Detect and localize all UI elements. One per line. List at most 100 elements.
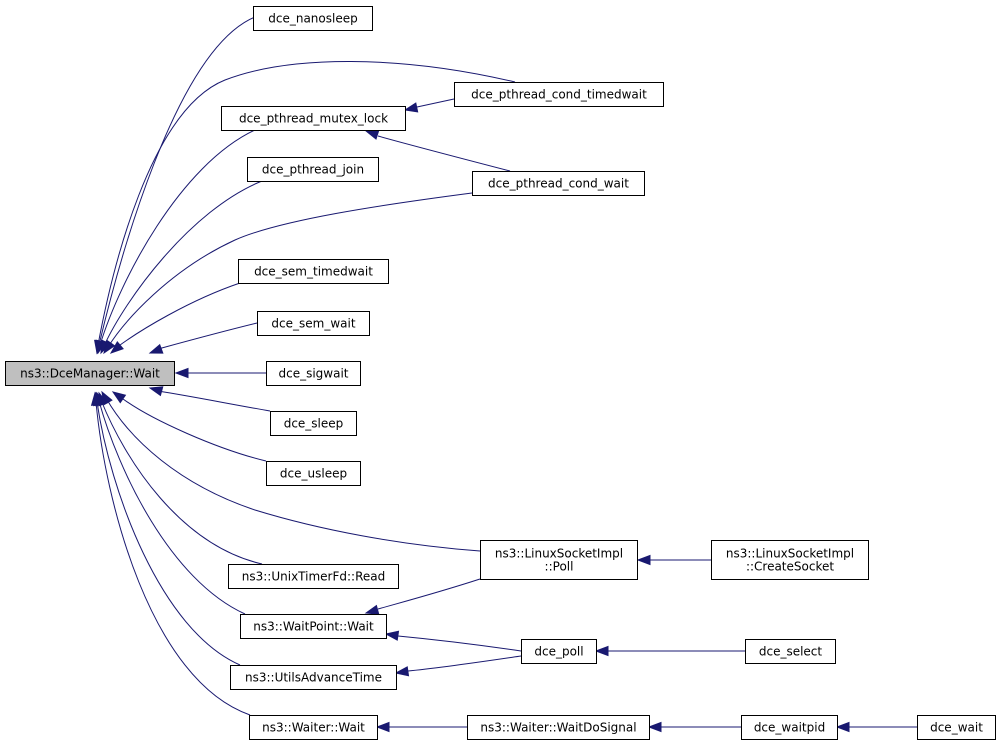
node-label: dce_nanosleep [268,12,357,26]
node-label: dce_wait [930,721,983,735]
node-label: dce_sleep [284,417,344,431]
node-label: ns3::Waiter::WaitDoSignal [480,721,636,735]
node-ns3-waitpoint-wait[interactable]: ns3::WaitPoint::Wait [240,614,387,639]
node-ns3-linuxsocketimpl-createsocket[interactable]: ns3::LinuxSocketImpl::CreateSocket [711,540,869,580]
node-box[interactable] [467,715,650,740]
node-label: ns3::UnixTimerFd::Read [242,570,385,584]
edge-n1-to-n0 [95,16,256,355]
node-label: dce_pthread_join [262,163,364,177]
node-label: dce_sigwait [278,367,348,381]
node-box[interactable] [266,461,361,486]
node-ns3-dcemanager-wait[interactable]: ns3::DceManager::Wait [5,361,175,386]
node-dce-sleep[interactable]: dce_sleep [270,411,357,436]
edge-n5-to-n2 [364,129,511,172]
edge-arrowhead [103,339,116,355]
node-label: dce_pthread_cond_wait [488,177,629,191]
node-box[interactable] [480,540,638,580]
edge-n12-to-n11 [636,554,711,566]
edge-n15-to-n14 [384,630,522,652]
node-label: ns3::WaitPoint::Wait [253,620,374,634]
node-box[interactable] [228,564,399,589]
edge-n10-to-n0 [111,391,267,462]
edge-n3-to-n2 [403,98,455,113]
edge-n9-to-n0 [148,386,271,412]
edge-arrowhead [375,721,390,733]
edge-n20-to-n19 [647,721,741,733]
node-dce-nanosleep[interactable]: dce_nanosleep [253,6,373,31]
node-label: ns3::DceManager::Wait [20,367,160,381]
node-dce-usleep[interactable]: dce_usleep [266,461,361,486]
node-label: dce_select [759,645,823,659]
node-box[interactable] [221,106,406,131]
node-box[interactable] [711,540,869,580]
edge-arrowhead [364,129,380,140]
node-dce-waitpid[interactable]: dce_waitpid [741,715,838,740]
node-label: dce_waitpid [754,721,825,735]
node-box[interactable] [247,157,379,182]
edge-arrowhead [384,630,400,641]
node-box[interactable] [454,82,664,107]
node-dce-select[interactable]: dce_select [745,639,836,664]
node-ns3-waiter-waitdosignal[interactable]: ns3::Waiter::WaitDoSignal [467,715,650,740]
node-dce-sem-wait[interactable]: dce_sem_wait [257,311,370,336]
node-box[interactable] [521,639,597,664]
edge-line [377,135,511,172]
node-box[interactable] [253,6,373,31]
edge-n18-to-n0 [90,391,251,716]
node-dce-wait[interactable]: dce_wait [917,715,996,740]
node-box[interactable] [917,715,996,740]
edge-n15-to-n17 [394,655,522,677]
edge-arrowhead [148,343,164,354]
node-box[interactable] [266,361,361,386]
edge-line [157,322,258,350]
edge-n4-to-n0 [100,180,263,355]
node-ns3-unixtimerfd-read[interactable]: ns3::UnixTimerFd::Read [228,564,399,589]
node-ns3-linuxsocketimpl-poll[interactable]: ns3::LinuxSocketImpl::Poll [480,540,638,580]
edge-n17-to-n0 [93,391,241,666]
edge-line [416,98,455,108]
edge-line [107,192,473,348]
node-box[interactable] [257,311,370,336]
node-dce-pthread-cond-timedwait[interactable]: dce_pthread_cond_timedwait [454,82,664,107]
node-box[interactable] [240,614,387,639]
node-label: ::Poll [545,560,574,574]
node-box[interactable] [5,361,175,386]
node-box[interactable] [249,715,378,740]
node-box[interactable] [741,715,838,740]
call-nodes: ns3::DceManager::Wait dce_nanosleepdce_pt… [5,6,996,740]
edge-n19-to-n18 [375,721,467,733]
node-ns3-waiter-wait[interactable]: ns3::Waiter::Wait [249,715,378,740]
edge-line [98,400,246,615]
node-label: dce_sem_wait [271,317,355,331]
node-dce-sem-timedwait[interactable]: dce_sem_timedwait [238,259,389,284]
edge-line [96,401,241,666]
node-box[interactable] [745,639,836,664]
node-box[interactable] [472,171,645,196]
node-dce-pthread-join[interactable]: dce_pthread_join [247,157,379,182]
node-box[interactable] [230,665,397,690]
node-label: dce_usleep [280,467,347,481]
edge-line [97,61,516,346]
node-ns3-utilsadvancetime[interactable]: ns3::UtilsAdvanceTime [230,665,397,690]
node-label: dce_pthread_cond_timedwait [471,88,647,102]
edge-n7-to-n0 [148,322,258,354]
edge-line [397,635,522,652]
node-dce-poll[interactable]: dce_poll [521,639,597,664]
node-dce-pthread-mutex-lock[interactable]: dce_pthread_mutex_lock [221,106,406,131]
edge-line [103,180,263,347]
node-label: dce_poll [534,645,583,659]
node-label: ns3::LinuxSocketImpl [726,547,854,561]
edge-n16-to-n15 [594,645,745,657]
edge-line [99,129,256,346]
node-dce-sigwait[interactable]: dce_sigwait [266,361,361,386]
edge-arrowhead [403,102,419,113]
node-label: ::CreateSocket [746,560,834,574]
node-box[interactable] [270,411,357,436]
node-dce-pthread-cond-wait[interactable]: dce_pthread_cond_wait [472,171,645,196]
node-box[interactable] [238,259,389,284]
edge-line [105,397,481,552]
edge-arrowhead [636,554,651,566]
node-label: ns3::Waiter::Wait [262,721,365,735]
edge-line [98,16,256,346]
